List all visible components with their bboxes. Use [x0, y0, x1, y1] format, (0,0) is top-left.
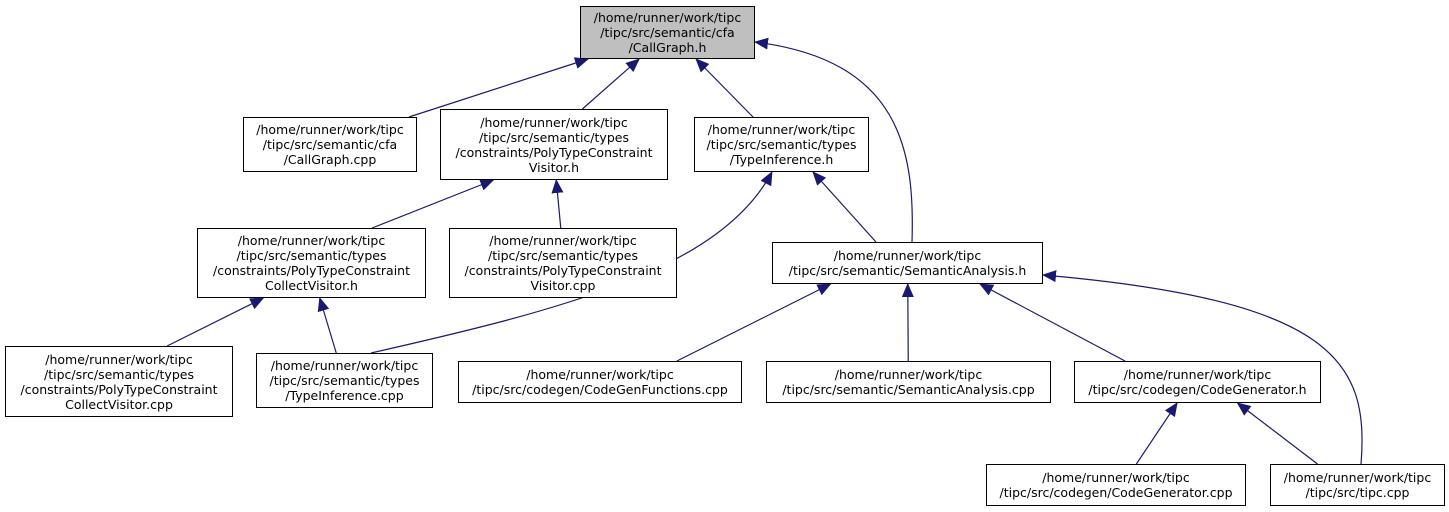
node-label-line: /tipc/src/semantic/SemanticAnalysis.cpp — [782, 382, 1035, 397]
node-label-line: /CallGraph.h — [628, 40, 707, 55]
node-polytypeconstraintvisitor-h[interactable]: /home/runner/work/tipc/tipc/src/semantic… — [440, 109, 668, 180]
node-label-line: CollectVisitor.cpp — [65, 396, 173, 412]
node-label-line: /home/runner/work/tipc — [593, 10, 742, 25]
edge-callgraph_cpp-to-callgraph_h — [408, 57, 589, 118]
edge-semanticanalysis_cpp-to-semanticanalysis_h — [901, 283, 914, 362]
node-typeinference-cpp[interactable]: /home/runner/work/tipc/tipc/src/semantic… — [256, 353, 433, 408]
node-label-line: /home/runner/work/tipc — [526, 367, 674, 382]
edge-polytype_visitor_cpp-to-polytype_visitor_h — [551, 179, 564, 229]
node-label-line: /home/runner/work/tipc — [480, 114, 628, 130]
node-label-line: /home/runner/work/tipc — [834, 367, 983, 382]
node-label-line: /home/runner/work/tipc — [1283, 470, 1432, 485]
edge-typeinference_h-to-callgraph_h — [695, 58, 754, 118]
node-label-line: /constraints/PolyTypeConstraint — [212, 263, 410, 278]
node-label-line: /home/runner/work/tipc — [270, 358, 419, 373]
node-label-line: /home/runner/work/tipc — [833, 248, 982, 263]
edge-polytype_visitor_h-to-callgraph_h — [581, 58, 640, 110]
edge-typeinference_cpp-to-polytype_collect_h — [317, 297, 337, 354]
node-label-line: /constraints/PolyTypeConstraint — [464, 263, 662, 278]
node-callgraph-h: /home/runner/work/tipc/tipc/src/semantic… — [580, 6, 755, 59]
edge-codegenerator_cpp-to-codegenerator_h — [1135, 402, 1178, 465]
node-label-line: /home/runner/work/tipc — [256, 122, 404, 137]
edge-polytype_collect_h-to-polytype_visitor_h — [371, 179, 495, 229]
node-label-line: /home/runner/work/tipc — [1123, 367, 1272, 382]
node-label-line: /home/runner/work/tipc — [489, 233, 637, 248]
edge-codegenfunctions_cpp-to-semanticanalysis_h — [676, 283, 832, 362]
node-label-line: /tipc/src/codegen/CodeGenFunctions.cpp — [472, 382, 728, 397]
node-label-line: /tipc/src/semantic/cfa — [262, 137, 398, 152]
node-label-line: /tipc/src/semantic/types — [269, 373, 420, 388]
node-label-line: /home/runner/work/tipc — [707, 122, 856, 137]
node-label-line: /tipc/src/semantic/types — [44, 366, 194, 382]
node-polytypeconstraintcollectvisitor-h[interactable]: /home/runner/work/tipc/tipc/src/semantic… — [197, 228, 426, 298]
node-polytypeconstraintvisitor-cpp[interactable]: /home/runner/work/tipc/tipc/src/semantic… — [449, 228, 677, 298]
node-polytypeconstraintcollectvisitor-cpp[interactable]: /home/runner/work/tipc/tipc/src/semantic… — [5, 346, 233, 417]
node-label-line: /home/runner/work/tipc — [45, 351, 193, 367]
node-label-line: /tipc/src/semantic/types — [479, 129, 629, 145]
edge-polytype_collect_cpp-to-polytype_collect_h — [166, 297, 265, 347]
node-label-line: /TypeInference.cpp — [285, 388, 404, 403]
node-tipc-cpp[interactable]: /home/runner/work/tipc/tipc/src/tipc.cpp — [1270, 464, 1445, 506]
node-label-line: /tipc/src/semantic/SemanticAnalysis.h — [788, 263, 1027, 278]
edge-tipc_cpp-to-codegenerator_h — [1236, 402, 1318, 465]
node-codegenerator-h[interactable]: /home/runner/work/tipc/tipc/src/codegen/… — [1074, 361, 1321, 403]
edge-codegenerator_h-to-semanticanalysis_h — [979, 283, 1126, 362]
node-label-line: /home/runner/work/tipc — [1042, 470, 1190, 485]
node-codegenerator-cpp[interactable]: /home/runner/work/tipc/tipc/src/codegen/… — [986, 464, 1246, 506]
node-typeinference-h[interactable]: /home/runner/work/tipc/tipc/src/semantic… — [694, 117, 869, 172]
node-label-line: /tipc/src/semantic/types — [488, 248, 638, 263]
node-label-line: Visitor.cpp — [530, 278, 596, 293]
node-semanticanalysis-h[interactable]: /home/runner/work/tipc/tipc/src/semantic… — [772, 242, 1043, 284]
node-label-line: /tipc/src/semantic/cfa — [600, 25, 735, 40]
node-label-line: /tipc/src/semantic/types — [706, 137, 857, 152]
node-label-line: /tipc/src/semantic/types — [236, 248, 387, 263]
node-label-line: /TypeInference.h — [729, 152, 834, 167]
edge-semanticanalysis_h-to-callgraph_h — [754, 37, 913, 243]
edge-semanticanalysis_h-to-typeinference_h — [812, 171, 877, 243]
node-semanticanalysis-cpp[interactable]: /home/runner/work/tipc/tipc/src/semantic… — [766, 361, 1051, 403]
node-codegenfunctions-cpp[interactable]: /home/runner/work/tipc/tipc/src/codegen/… — [458, 361, 742, 403]
node-label-line: /constraints/PolyTypeConstraint — [455, 144, 653, 160]
node-label-line: /tipc/src/codegen/CodeGenerator.cpp — [999, 485, 1233, 500]
node-label-line: /home/runner/work/tipc — [237, 233, 386, 248]
node-label-line: Visitor.h — [528, 159, 580, 175]
node-label-line: /tipc/src/codegen/CodeGenerator.h — [1088, 382, 1307, 397]
node-label-line: /CallGraph.cpp — [283, 152, 377, 167]
edge-tipc_cpp-to-semanticanalysis_h — [1042, 270, 1363, 465]
node-label-line: CollectVisitor.h — [265, 278, 358, 293]
node-label-line: /tipc/src/tipc.cpp — [1305, 485, 1410, 500]
node-callgraph-cpp[interactable]: /home/runner/work/tipc/tipc/src/semantic… — [243, 117, 417, 172]
node-label-line: /constraints/PolyTypeConstraint — [20, 381, 218, 397]
